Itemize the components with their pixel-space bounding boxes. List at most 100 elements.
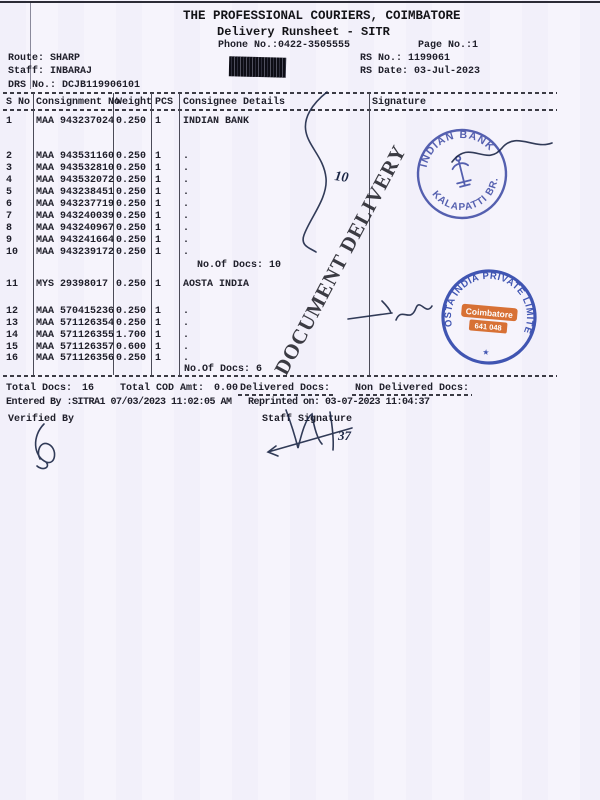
reprinted-line: Reprinted on: 03-07-2023 11:04:37 <box>248 397 430 408</box>
cell-consignee: . <box>183 353 190 364</box>
cell-consignment: MAA 943239172 <box>36 247 115 258</box>
cell-sno: 4 <box>6 175 13 186</box>
table-row: 15 MAA 571126357 0.600 1 . <box>0 342 570 354</box>
cell-consignment: MAA 943240039 <box>36 211 115 222</box>
cell-pcs: 1 <box>155 279 162 290</box>
aosta-stamp: AOSTA INDIA PRIVATE LIMITED Coimbatore 6… <box>432 252 540 365</box>
cell-pcs: 1 <box>155 163 162 174</box>
cell-sno: 16 <box>6 353 19 364</box>
cell-consignee: . <box>183 163 190 174</box>
cell-consignee: . <box>183 187 190 198</box>
separator-line <box>3 109 557 111</box>
staff-label: Staff: INBARAJ <box>8 66 93 77</box>
header-consignee: Consignee Details <box>183 97 286 108</box>
cell-consignee: . <box>183 306 190 317</box>
column-line <box>33 93 34 375</box>
cell-consignee: AOSTA INDIA <box>183 279 250 290</box>
table-row: 14 MAA 571126355 1.700 1 . <box>0 330 570 342</box>
cell-sno: 1 <box>6 116 13 127</box>
cell-sno: 2 <box>6 151 13 162</box>
scan-top-edge-line <box>0 1 600 3</box>
cell-sno: 9 <box>6 235 13 246</box>
cell-consignee: . <box>183 330 190 341</box>
table-header-row: S No Consignment No Weight PCS Consignee… <box>0 97 570 109</box>
cell-pcs: 1 <box>155 175 162 186</box>
cell-consignment: MAA 570415236 <box>36 306 115 317</box>
cell-consignment: MAA 571126356 <box>36 353 115 364</box>
table-row: 12 MAA 570415236 0.250 1 . <box>0 306 570 318</box>
table-row: 13 MAA 571126354 0.250 1 . <box>0 318 570 330</box>
cell-weight: 0.250 <box>116 279 147 290</box>
cell-consignment: MAA 943238451 <box>36 187 115 198</box>
cell-consignment: MAA 943531160 <box>36 151 115 162</box>
cell-consignment: MAA 943532072 <box>36 175 115 186</box>
cell-consignment: MYS 29398017 <box>36 279 109 290</box>
cell-weight: 0.250 <box>116 187 147 198</box>
column-line <box>113 93 114 375</box>
column-line <box>369 93 370 375</box>
entered-by-line: Entered By :SITRA1 07/03/2023 11:02:05 A… <box>6 397 232 408</box>
cell-weight: 0.250 <box>116 151 147 162</box>
cell-weight: 1.700 <box>116 330 147 341</box>
cell-consignee: . <box>183 342 190 353</box>
table-row: 8 MAA 943240967 0.250 1 . <box>0 223 570 235</box>
cell-pcs: 1 <box>155 151 162 162</box>
delivered-underline <box>238 394 334 396</box>
cell-consignee: . <box>183 247 190 258</box>
cell-consignment: MAA 571126357 <box>36 342 115 353</box>
cell-weight: 0.250 <box>116 116 147 127</box>
star-icon: ★ <box>482 347 490 360</box>
page-number: Page No.:1 <box>418 40 479 51</box>
non-delivered-underline <box>352 394 472 396</box>
table-row: 1 MAA 943237024 0.250 1 INDIAN BANK <box>0 116 570 128</box>
table-row: 7 MAA 943240039 0.250 1 . <box>0 211 570 223</box>
cell-weight: 0.250 <box>116 318 147 329</box>
verified-by-signature <box>34 423 56 470</box>
group2-doc-count: No.Of Docs: 6 <box>184 364 263 375</box>
table-row: 11 MYS 29398017 0.250 1 AOSTA INDIA <box>0 279 570 291</box>
delivered-docs-label: Delivered Docs: <box>240 383 331 394</box>
cell-consignment: MAA 943241664 <box>36 235 115 246</box>
non-delivered-docs-label: Non Delivered Docs: <box>355 383 470 394</box>
route-label: Route: SHARP <box>8 53 81 64</box>
cell-consignment: MAA 943532810 <box>36 163 115 174</box>
cell-consignee: . <box>183 223 190 234</box>
table-row: 5 MAA 943238451 0.250 1 . <box>0 187 570 199</box>
table-row: 3 MAA 943532810 0.250 1 . <box>0 163 570 175</box>
cell-sno: 14 <box>6 330 19 341</box>
cell-weight: 0.600 <box>116 342 147 353</box>
cell-sno: 5 <box>6 187 13 198</box>
table-row: 10 MAA 943239172 0.250 1 . <box>0 247 570 259</box>
cell-pcs: 1 <box>155 223 162 234</box>
cell-pcs: 1 <box>155 306 162 317</box>
rs-number: RS No.: 1199061 <box>360 53 451 64</box>
cell-consignment: MAA 571126355 <box>36 330 115 341</box>
staff-signature-cross <box>266 427 353 457</box>
cell-weight: 0.250 <box>116 306 147 317</box>
cell-consignment: MAA 943237719 <box>36 199 115 210</box>
cell-sno: 15 <box>6 342 19 353</box>
cell-sno: 3 <box>6 163 13 174</box>
cell-consignment: MAA 943237024 <box>36 116 115 127</box>
indian-bank-stamp: INDIAN BANK KALAPATTI BR. <box>411 120 508 221</box>
total-cod-label: Total COD Amt: <box>120 383 205 394</box>
cell-consignment: MAA 571126354 <box>36 318 115 329</box>
handwritten-number: 37 <box>337 428 352 443</box>
stamp-center-box2 <box>468 319 508 334</box>
cell-sno: 8 <box>6 223 13 234</box>
stamp-center-pin: 641 048 <box>474 321 502 332</box>
stamp-ring-text-top: INDIAN BANK <box>411 120 498 171</box>
cell-consignee: . <box>183 318 190 329</box>
stamp-center-city: Coimbatore <box>465 306 513 320</box>
cell-weight: 0.250 <box>116 223 147 234</box>
cell-sno: 6 <box>6 199 13 210</box>
cell-pcs: 1 <box>155 318 162 329</box>
cell-weight: 0.250 <box>116 199 147 210</box>
header-weight: Weight <box>116 97 153 108</box>
cell-consignee: . <box>183 199 190 210</box>
rs-date: RS Date: 03-Jul-2023 <box>360 66 481 77</box>
cell-weight: 0.250 <box>116 163 147 174</box>
cell-pcs: 1 <box>155 211 162 222</box>
cell-pcs: 1 <box>155 247 162 258</box>
